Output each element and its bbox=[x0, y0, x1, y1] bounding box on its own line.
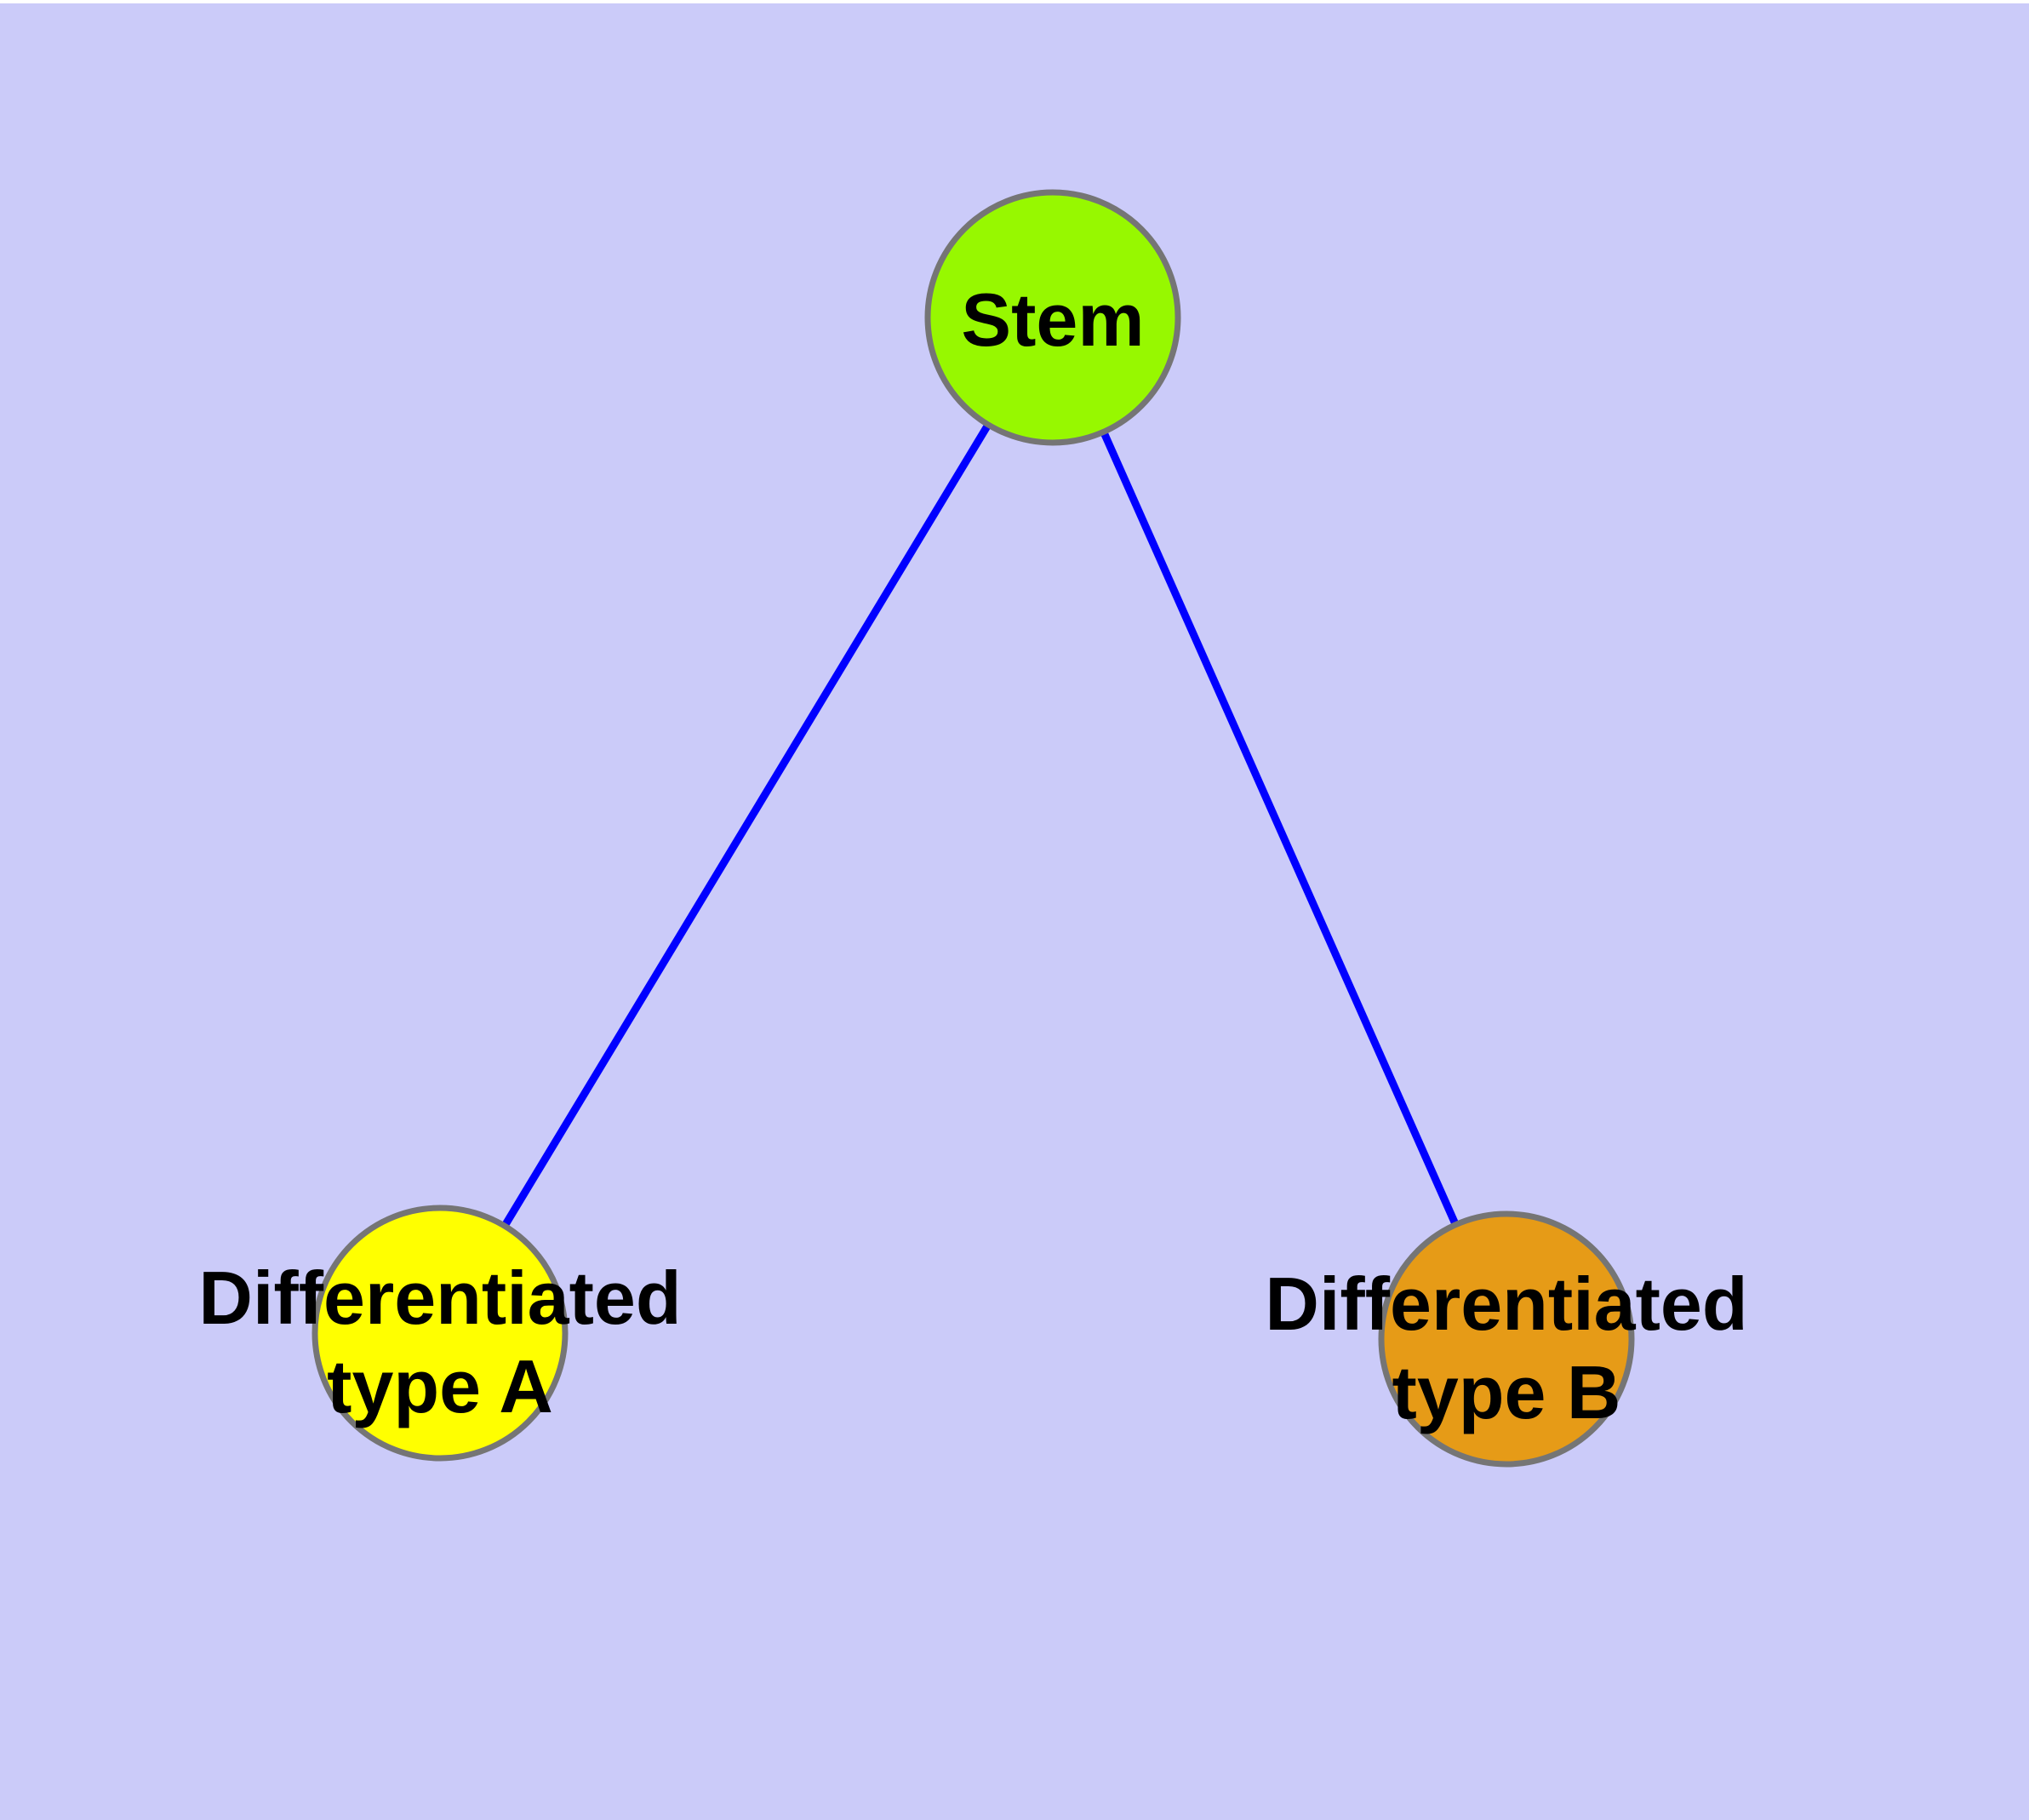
node-type-a-circle bbox=[311, 1205, 569, 1462]
graph-svg bbox=[311, 189, 1635, 1468]
node-stem-label: Stem bbox=[961, 278, 1145, 363]
node-type-a-label: Differentiated type A bbox=[198, 1256, 682, 1428]
edge-stem-to-type-b bbox=[1049, 316, 1511, 1341]
node-type-b-circle bbox=[1378, 1210, 1635, 1468]
diagram-canvas: Stem Differentiated type A Differentiate… bbox=[0, 3, 2029, 1820]
node-stem-circle bbox=[924, 189, 1181, 446]
node-type-b-label: Differentiated type B bbox=[1265, 1262, 1748, 1434]
edge-stem-to-type-a bbox=[437, 315, 1056, 1336]
